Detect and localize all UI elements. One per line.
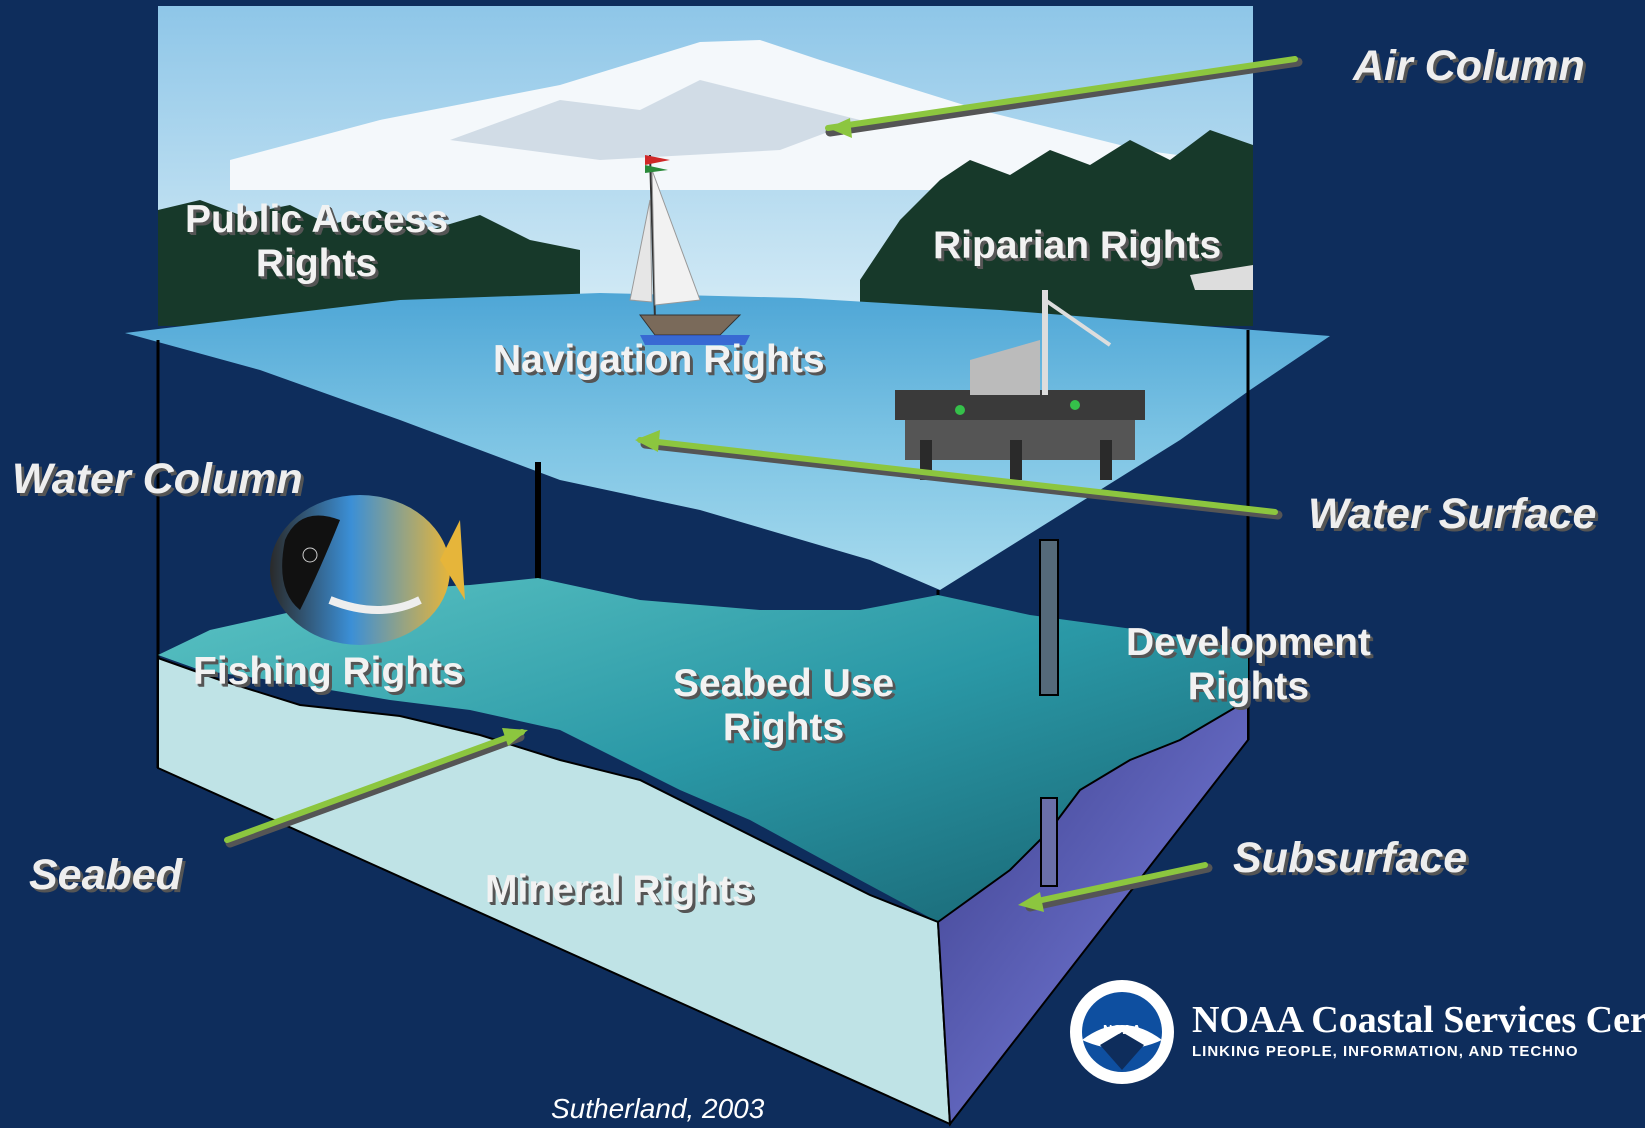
subsurface-face (936, 698, 1249, 1127)
mineral-rights-label: Mineral Rights (485, 868, 754, 911)
development-rights-label: Development Rights (1126, 621, 1371, 708)
water-column-label: Water Column (12, 455, 303, 503)
credit-text: Sutherland, 2003 (551, 1093, 765, 1124)
sailboat-icon (629, 154, 750, 345)
subsurface-arrow (1025, 862, 1208, 906)
development-line-2: Rights (1187, 664, 1310, 708)
seabed-arrow (224, 729, 525, 843)
public-access-rights-label: Public Access Rights (185, 198, 448, 285)
seabed-use-rights-label: Seabed Use Rights (673, 662, 894, 749)
air-column-scene (158, 6, 1253, 326)
fish-icon (270, 495, 465, 645)
drill-casing (1040, 797, 1058, 887)
subsurface-label: Subsurface (1233, 834, 1468, 882)
seabed-use-line-2: Rights (722, 705, 845, 749)
riparian-rights-label: Riparian Rights (933, 224, 1222, 267)
oil-rig-icon (895, 290, 1145, 480)
right-forest-icon (860, 130, 1253, 326)
seabed-use-line-1: Seabed Use (673, 662, 895, 705)
noaa-logo-title: NOAA Coastal Services Cer (1192, 999, 1645, 1041)
arrows (224, 56, 1303, 912)
development-line-1: Development (1126, 621, 1371, 664)
fishing-rights-label: Fishing Rights (193, 650, 464, 693)
left-forest-icon (158, 200, 580, 326)
public-access-line-1: Public Access (185, 198, 449, 241)
water-surface-label: Water Surface (1308, 490, 1597, 538)
air-column-arrow (825, 56, 1298, 131)
seabed-label: Seabed (29, 851, 182, 899)
navigation-rights-label: Navigation Rights (493, 338, 825, 381)
drill-pipe (1039, 539, 1059, 696)
noaa-logo-emblem (1070, 980, 1174, 1084)
public-access-line-2: Rights (255, 241, 378, 285)
air-column-label: Air Column (1353, 42, 1585, 90)
noaa-emblem-text: NOAA (1103, 1022, 1142, 1037)
noaa-logo-tagline: LINKING PEOPLE, INFORMATION, AND TECHNO (1192, 1043, 1579, 1060)
seabed-layer (158, 578, 1248, 922)
water-surface-arrow (637, 437, 1278, 515)
